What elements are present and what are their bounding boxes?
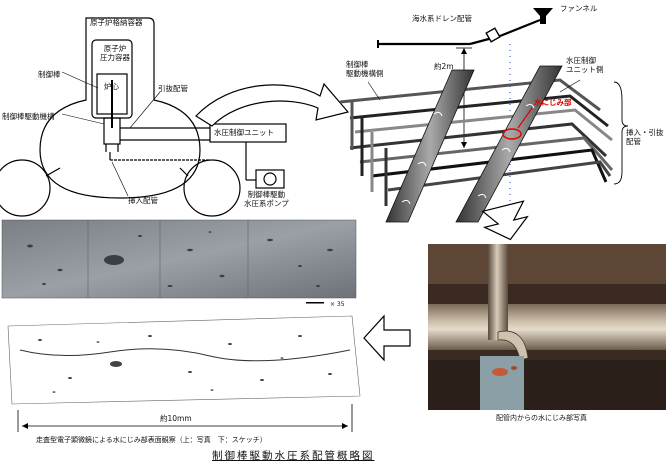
drain-pipe-label: 海水系ドレン配管 — [412, 14, 472, 23]
reactor-diagram — [0, 17, 287, 217]
suppression-torus-left — [0, 159, 51, 217]
length-label: 約10mm — [160, 414, 192, 423]
distance-label: 約2m — [434, 62, 454, 71]
withdraw-pipe-label: 引抜配管 — [158, 84, 188, 93]
sem-photo — [1, 219, 357, 304]
hcu-label: 水圧制御ユニット — [214, 128, 274, 137]
crd-pump-box — [255, 169, 285, 189]
flow-arrow-top — [195, 82, 350, 127]
pressure-vessel-label: 原子炉 圧力容器 — [100, 44, 130, 62]
flow-arrow-left — [363, 314, 411, 362]
funnel-icon — [533, 8, 553, 24]
funnel-label: ファンネル — [560, 4, 598, 13]
leak-marker — [502, 128, 522, 140]
leak-label: 水にじみ部 — [534, 98, 572, 107]
crd-mechanism-label: 制御棒駆動機構 — [2, 112, 55, 121]
diagonal-pipe-left — [385, 69, 475, 223]
sem-sketch — [7, 315, 361, 432]
insert-withdraw-label: 挿入・引抜 配管 — [626, 128, 664, 146]
hcu-side-label: 水圧制御 ユニット側 — [566, 56, 604, 74]
hcu-box — [209, 123, 287, 143]
crd-pump-label: 制御棒駆動 水圧系ポンプ — [244, 190, 289, 208]
containment-vessel-label: 原子炉格納容器 — [90, 18, 143, 27]
core-label: 炉心 — [104, 82, 119, 91]
pipe-photo-caption: 配管内からの水にじみ部写真 — [496, 414, 587, 422]
insert-pipe-label: 挿入配管 — [128, 196, 158, 205]
control-rod-label: 制御棒 — [38, 70, 61, 79]
piping-diagram — [339, 8, 629, 223]
sem-caption: 走査型電子顕微鏡による水にじみ部表面観察（上：写真 下：スケッチ） — [36, 436, 267, 444]
crd-housing — [103, 117, 121, 145]
figure-title: 制御棒駆動水圧系配管概略図 — [212, 450, 375, 462]
flow-arrow-down — [481, 200, 529, 241]
containment-vessel-outline — [39, 17, 201, 199]
diagonal-pipe-right — [455, 65, 563, 223]
pipe-photo — [428, 244, 666, 410]
scale-marker: × 35 — [330, 301, 345, 308]
suppression-torus-right — [183, 159, 241, 217]
crd-side-label: 制御棒 駆動機構側 — [346, 60, 384, 78]
